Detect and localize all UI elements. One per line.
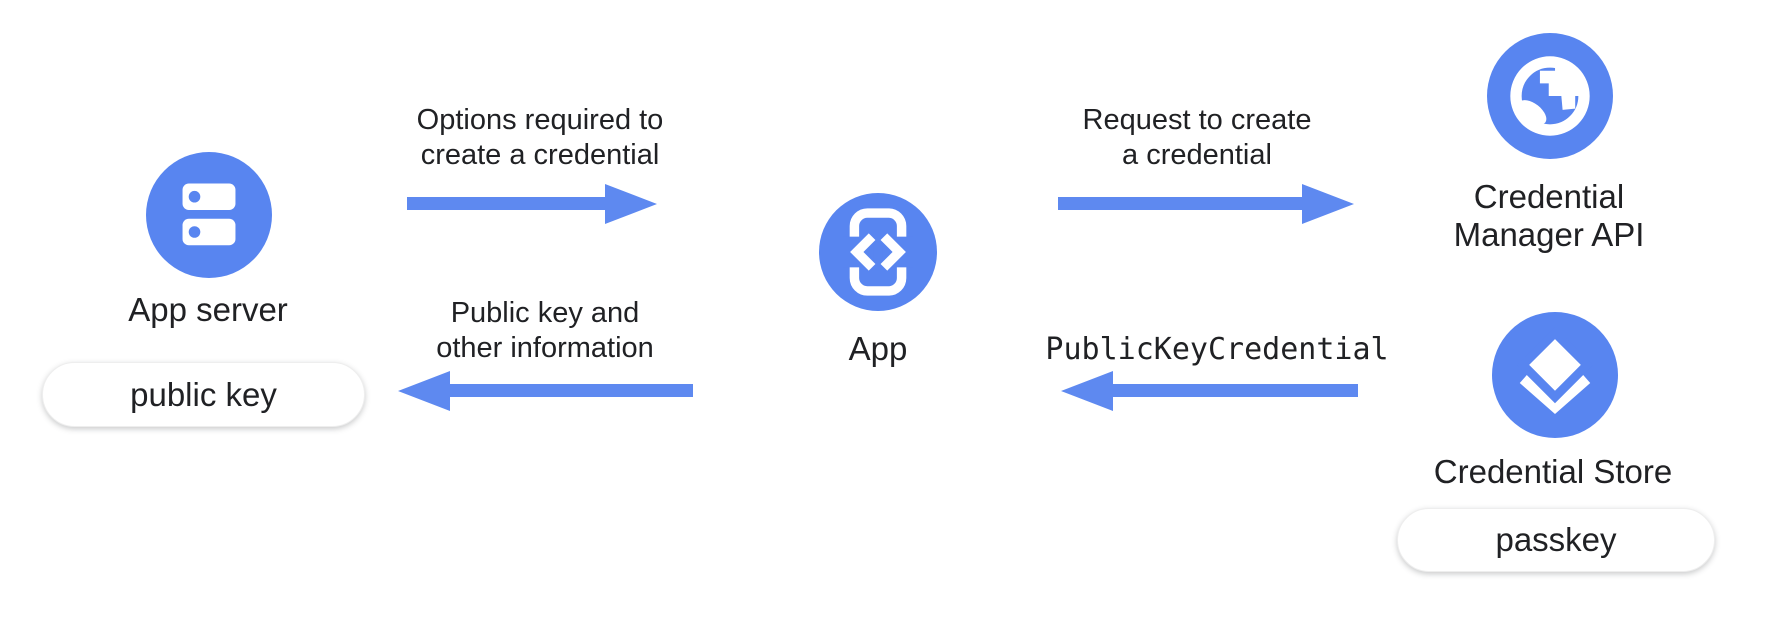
flow-label-public-key-info: Public key and other information (436, 296, 654, 366)
node-label-credential-manager: Credential Manager API (1454, 178, 1645, 254)
globe-icon (1487, 33, 1613, 159)
flow-label-public-key-info-line1: Public key and (450, 297, 640, 329)
passkey-pill-text: passkey (1495, 521, 1617, 558)
node-label-app: App (848, 330, 908, 367)
server-icon (146, 152, 272, 278)
node-label-credential-manager-line1: Credential (1473, 178, 1625, 215)
arrow-options-right (407, 197, 606, 210)
passkey-pill: passkey (1397, 508, 1715, 572)
flow-label-request: Request to create a credential (1083, 103, 1312, 173)
arrow-request-right (1058, 197, 1303, 210)
arrow-publickeycredential-left (1112, 384, 1358, 397)
phone-code-icon (819, 193, 937, 311)
flow-label-options-line1: Options required to (416, 104, 664, 136)
node-label-credential-manager-line2: Manager API (1453, 216, 1645, 253)
flow-label-public-key-info-line2: other information (436, 332, 654, 364)
node-label-app-server: App server (128, 291, 288, 328)
layers-icon (1492, 312, 1618, 438)
flow-label-publickeycredential: PublicKeyCredential (1045, 332, 1389, 367)
public-key-pill-text: public key (130, 375, 277, 413)
flow-label-request-line2: a credential (1122, 139, 1272, 171)
flow-label-options: Options required to create a credential (417, 103, 664, 173)
flow-label-options-line2: create a credential (420, 139, 660, 171)
flow-label-request-line1: Request to create (1082, 104, 1312, 136)
public-key-pill: public key (42, 362, 365, 427)
arrow-public-key-left (449, 384, 693, 397)
node-label-credential-store: Credential Store (1433, 453, 1673, 490)
